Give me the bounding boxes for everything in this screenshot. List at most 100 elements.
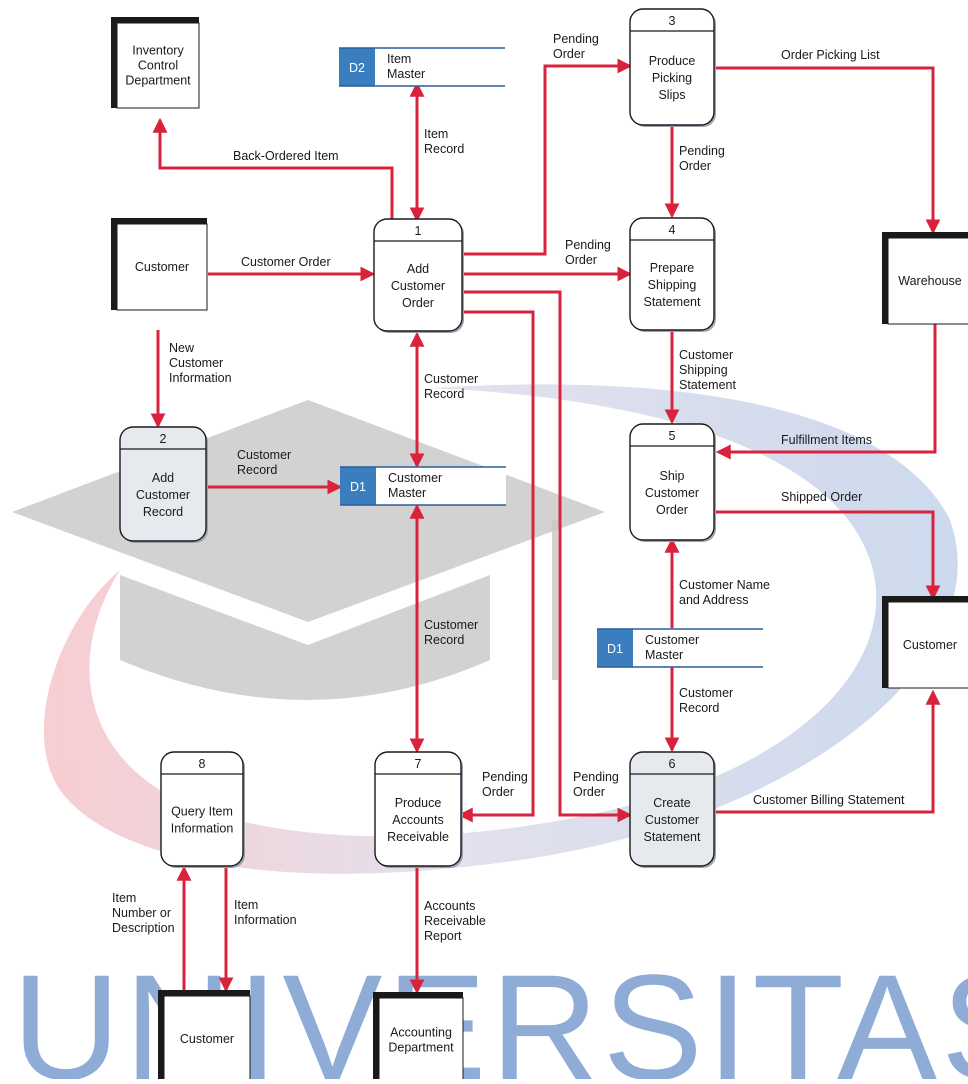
process-label-line: Create bbox=[653, 796, 691, 810]
flow-label-billing: Customer Billing Statement bbox=[753, 793, 905, 807]
process-label-line: Customer bbox=[136, 488, 190, 502]
process-label-line: Receivable bbox=[387, 830, 449, 844]
flow-label-cust-record-1-line: Record bbox=[424, 387, 464, 401]
watermark-cap-top bbox=[12, 400, 605, 622]
store-id-box bbox=[597, 629, 633, 667]
process-box bbox=[629, 751, 715, 867]
flow-label-item-info-line: Item bbox=[234, 898, 258, 912]
process-label-line: Order bbox=[656, 503, 688, 517]
flow-label-pending-4-line: Order bbox=[565, 253, 597, 267]
process-label-line: Statement bbox=[644, 295, 702, 309]
flow-label-pending-3-line: Pending bbox=[553, 32, 599, 46]
flow-label-cust-record-3-line: Customer bbox=[424, 618, 478, 632]
entity-cust-right: Customer bbox=[882, 596, 968, 689]
process-number: 3 bbox=[669, 14, 676, 28]
entity-cust-bottom: Customer bbox=[158, 990, 251, 1083]
entity-label-line: Department bbox=[125, 74, 191, 88]
process-label-line: Produce bbox=[649, 54, 696, 68]
flow-label-name-address-line: Customer Name bbox=[679, 578, 770, 592]
flow-label-shipped-line: Shipped Order bbox=[781, 490, 862, 504]
entity-label-line: Warehouse bbox=[898, 274, 962, 288]
flow-label-cust-record-4-line: Customer bbox=[679, 686, 733, 700]
process-number: 5 bbox=[669, 429, 676, 443]
store-id-box bbox=[339, 48, 375, 86]
flow-label-pending-7-line: Order bbox=[482, 785, 514, 799]
flow-order-picking-list bbox=[715, 66, 941, 235]
flow-label-cust-record-2-line: Customer bbox=[237, 448, 291, 462]
flow-label-new-customer-line: New bbox=[169, 341, 195, 355]
flow-label-pending-4-line: Pending bbox=[565, 238, 611, 252]
process-label-line: Customer bbox=[645, 486, 699, 500]
process-label-line: Statement bbox=[644, 830, 702, 844]
store-label-line: Customer bbox=[645, 633, 699, 647]
flow-label-picking-list-line: Order Picking List bbox=[781, 48, 880, 62]
process-label-line: Shipping bbox=[648, 278, 697, 292]
flow-label-item-number-line: Item bbox=[112, 891, 136, 905]
flow-label-pending-6-line: Order bbox=[573, 785, 605, 799]
watermark-swoosh bbox=[43, 384, 958, 874]
entity-label-line: Control bbox=[138, 59, 178, 73]
flow-label-back-ordered-line: Back-Ordered Item bbox=[233, 149, 339, 163]
store-label-line: Master bbox=[645, 648, 683, 662]
store-code: D1 bbox=[607, 642, 623, 656]
process-number: 8 bbox=[199, 757, 206, 771]
flow-label-cust-record-4-line: Record bbox=[679, 701, 719, 715]
flow-label-cust-record-1-line: Customer bbox=[424, 372, 478, 386]
flow-customer-billing-statement bbox=[715, 689, 941, 814]
flow-label-cust-record-2-line: Record bbox=[237, 463, 277, 477]
flow-label-shipped: Shipped Order bbox=[781, 490, 862, 504]
entity-box bbox=[887, 237, 968, 325]
store-label-line: Master bbox=[387, 67, 425, 81]
flow-label-item-record-line: Item bbox=[424, 127, 448, 141]
process-number: 1 bbox=[415, 224, 422, 238]
flow-label-pending-7-line: Pending bbox=[482, 770, 528, 784]
university-watermark: UNIVERSITAS bbox=[12, 384, 968, 1084]
entity-box bbox=[163, 995, 251, 1083]
flow-label-ar-report-line: Accounts bbox=[424, 899, 475, 913]
flow-pending-order-to-7 bbox=[457, 310, 535, 823]
entity-label-line: Department bbox=[388, 1041, 454, 1055]
store-code: D2 bbox=[349, 61, 365, 75]
process-label-line: Add bbox=[407, 262, 429, 276]
entity-label: Customer bbox=[903, 638, 957, 652]
process-label-line: Customer bbox=[645, 813, 699, 827]
flow-label-item-info-line: Information bbox=[234, 913, 297, 927]
flow-label-back-ordered: Back-Ordered Item bbox=[233, 149, 339, 163]
flow-label-fulfillment-line: Fulfillment Items bbox=[781, 433, 872, 447]
store-label-line: Item bbox=[387, 52, 411, 66]
process-number: 6 bbox=[669, 757, 676, 771]
entity-box bbox=[378, 997, 464, 1083]
process-label-line: Produce bbox=[395, 796, 442, 810]
flow-label-pending-34-line: Pending bbox=[679, 144, 725, 158]
process-label-line: Order bbox=[402, 296, 434, 310]
flow-label-item-number-line: Description bbox=[112, 921, 175, 935]
process-box bbox=[160, 751, 244, 867]
flow-label-item-number-line: Number or bbox=[112, 906, 171, 920]
flow-shipped-order bbox=[715, 510, 941, 601]
